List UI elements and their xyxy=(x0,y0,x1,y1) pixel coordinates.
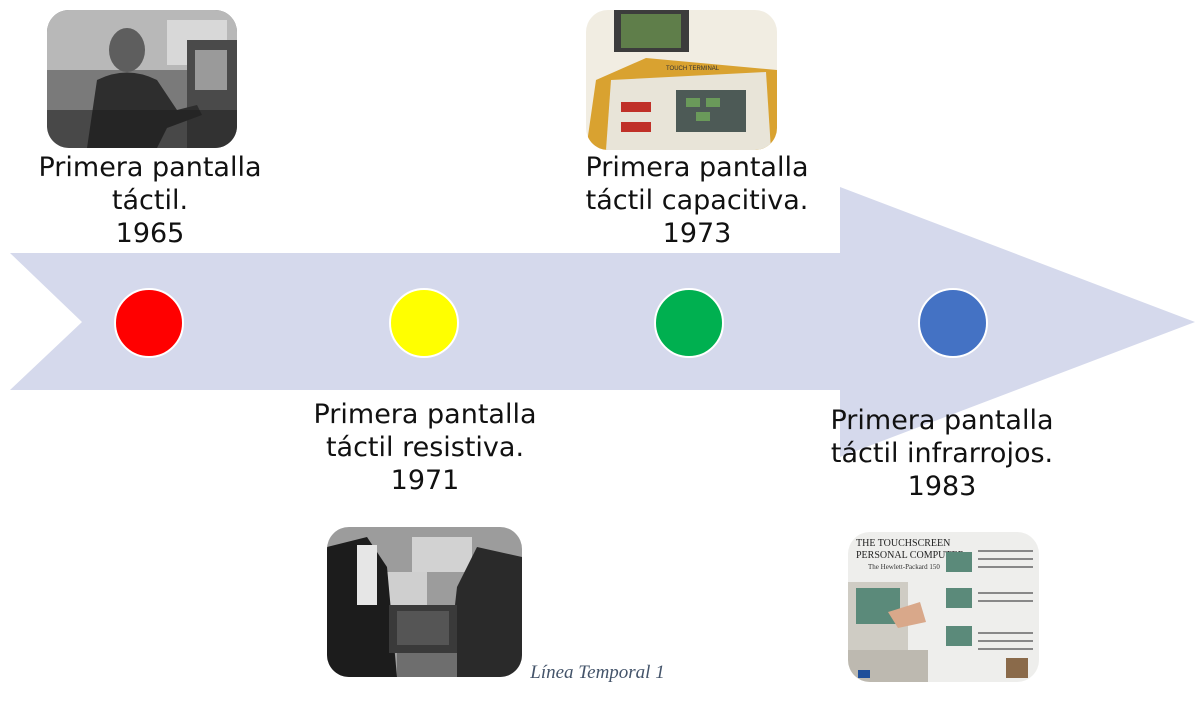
event-year: 1983 xyxy=(907,471,977,502)
event-title-line1: Primera pantalla xyxy=(830,405,1054,436)
event-marker-1971 xyxy=(389,288,459,358)
svg-text:PERSONAL COMPUTER: PERSONAL COMPUTER xyxy=(856,550,965,561)
photo-touch-terminal: TOUCH TERMINAL xyxy=(586,10,777,150)
photo-two-men-holding-panel xyxy=(327,527,522,677)
event-label-1983: Primera pantalla táctil infrarrojos. 198… xyxy=(812,404,1072,503)
event-title-line2: táctil. xyxy=(111,185,189,216)
figure-caption: Línea Temporal 1 xyxy=(530,662,665,683)
event-title-line2: táctil resistiva. xyxy=(325,432,525,463)
event-year: 1965 xyxy=(115,218,185,249)
event-marker-1965 xyxy=(114,288,184,358)
event-title-line1: Primera pantalla xyxy=(38,152,262,183)
svg-text:The Hewlett-Packard 150: The Hewlett-Packard 150 xyxy=(868,563,940,571)
event-label-1973: Primera pantalla táctil capacitiva. 1973 xyxy=(567,151,827,250)
event-label-1965: Primera pantalla táctil. 1965 xyxy=(20,151,280,250)
svg-text:TOUCH TERMINAL: TOUCH TERMINAL xyxy=(666,66,720,72)
event-title-line2: táctil infrarrojos. xyxy=(830,438,1054,469)
event-year: 1971 xyxy=(390,465,460,496)
event-title-line1: Primera pantalla xyxy=(313,399,537,430)
event-title-line1: Primera pantalla xyxy=(585,152,809,183)
event-year: 1973 xyxy=(662,218,732,249)
svg-text:THE TOUCHSCREEN: THE TOUCHSCREEN xyxy=(856,538,950,549)
event-label-1971: Primera pantalla táctil resistiva. 1971 xyxy=(295,398,555,497)
event-marker-1983 xyxy=(918,288,988,358)
photo-hp-150-advertisement: THE TOUCHSCREEN PERSONAL COMPUTER The He… xyxy=(848,532,1039,682)
photo-man-at-terminal xyxy=(47,10,237,148)
event-title-line2: táctil capacitiva. xyxy=(585,185,809,216)
event-marker-1973 xyxy=(654,288,724,358)
